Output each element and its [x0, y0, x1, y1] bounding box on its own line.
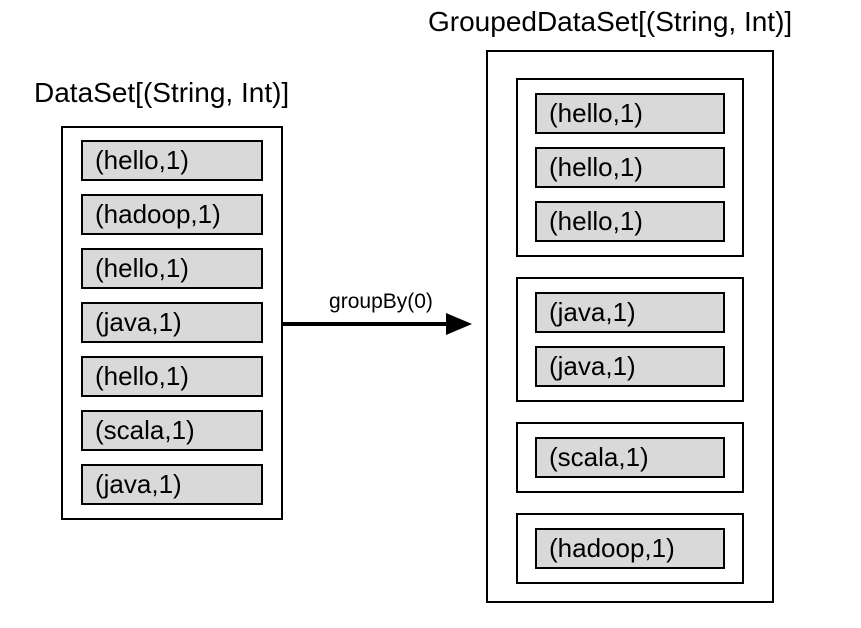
groupby-arrow-label: groupBy(0): [329, 290, 433, 313]
tuple-item: (hello,1): [535, 147, 725, 188]
tuple-item: (java,1): [81, 464, 263, 505]
tuple-item: (hello,1): [81, 140, 263, 181]
tuple-item: (scala,1): [535, 437, 725, 478]
right-arrow-icon: [283, 313, 472, 335]
dataset-box: (hello,1) (hadoop,1) (hello,1) (java,1) …: [61, 126, 283, 520]
tuple-item: (scala,1): [81, 410, 263, 451]
group-java: (java,1) (java,1): [516, 277, 744, 402]
group-scala: (scala,1): [516, 422, 744, 493]
group-hadoop: (hadoop,1): [516, 513, 744, 584]
tuple-item: (hello,1): [535, 201, 725, 242]
group-hello: (hello,1) (hello,1) (hello,1): [516, 78, 744, 257]
tuple-item: (hello,1): [81, 356, 263, 397]
grouped-dataset-box: (hello,1) (hello,1) (hello,1) (java,1) (…: [486, 50, 774, 603]
tuple-item: (hadoop,1): [81, 194, 263, 235]
tuple-item: (hello,1): [535, 93, 725, 134]
tuple-item: (hadoop,1): [535, 528, 725, 569]
tuple-item: (java,1): [535, 346, 725, 387]
dataset-title: DataSet[(String, Int)]: [34, 77, 290, 108]
tuple-item: (hello,1): [81, 248, 263, 289]
tuple-item: (java,1): [535, 292, 725, 333]
tuple-item: (java,1): [81, 302, 263, 343]
grouped-dataset-title: GroupedDataSet[(String, Int)]: [428, 6, 793, 37]
